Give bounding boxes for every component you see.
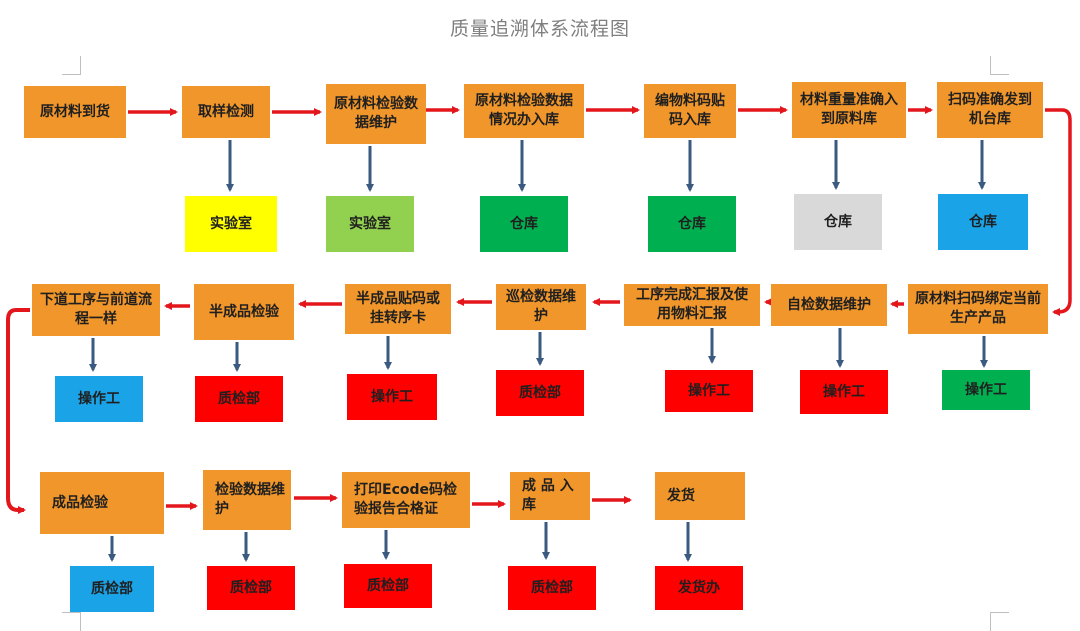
step-inspection-data: 检验数据维护 — [203, 470, 291, 530]
step-finished-to-stock: 成 品 入 库 — [510, 472, 590, 520]
dept-quality-1: 质检部 — [496, 370, 584, 416]
dept-quality-4: 质检部 — [207, 566, 295, 610]
dept-warehouse-1: 仓库 — [480, 196, 568, 252]
dept-operator-4: 操作工 — [347, 374, 437, 420]
step-process-report: 工序完成汇报及使用物料汇报 — [624, 284, 760, 326]
connector-row2-row3 — [6, 308, 30, 514]
dept-shipping-office: 发货办 — [655, 566, 743, 610]
step-patrol-inspection-data: 巡检数据维护 — [496, 284, 586, 330]
step-shipping: 发货 — [655, 472, 745, 520]
crop-mark-bottom-left — [62, 612, 81, 631]
step-final-inspection: 成品检验 — [40, 472, 164, 534]
connector-row1-row2 — [1045, 108, 1072, 316]
step-print-ecode-report: 打印Ecode码检验报告合格证 — [342, 472, 470, 528]
step-raw-inspection-data: 原材料检验数据维护 — [326, 84, 426, 144]
dept-lab-2: 实验室 — [326, 196, 414, 252]
step-code-labelling: 编物料码贴码入库 — [644, 84, 736, 138]
step-semi-product-inspection: 半成品检验 — [194, 284, 294, 340]
dept-lab-1: 实验室 — [185, 196, 277, 252]
diagram-title: 质量追溯体系流程图 — [449, 18, 630, 40]
dept-warehouse-3: 仓库 — [794, 194, 882, 250]
dept-warehouse-4: 仓库 — [938, 194, 1028, 250]
crop-mark-bottom-right — [990, 612, 1009, 631]
dept-warehouse-2: 仓库 — [648, 196, 736, 252]
step-inspection-to-stock: 原材料检验数据情况办入库 — [464, 84, 584, 138]
dept-quality-6: 质检部 — [508, 566, 596, 610]
step-semi-product-labelling: 半成品贴码或挂转序卡 — [345, 284, 451, 334]
crop-mark-top-right — [990, 56, 1009, 75]
dept-operator-2: 操作工 — [800, 370, 888, 414]
dept-quality-2: 质检部 — [195, 376, 283, 422]
step-raw-material-arrival: 原材料到货 — [24, 86, 126, 138]
dept-quality-3: 质检部 — [70, 566, 154, 612]
step-sampling-test: 取样检测 — [182, 86, 270, 138]
step-next-process: 下道工序与前道流程一样 — [32, 284, 160, 336]
dept-quality-5: 质检部 — [344, 564, 432, 608]
dept-operator-3: 操作工 — [665, 370, 753, 412]
step-self-check-data: 自检数据维护 — [771, 284, 887, 326]
step-scan-to-machine: 扫码准确发到机台库 — [937, 82, 1043, 138]
step-scan-bind-product: 原材料扫码绑定当前生产产品 — [908, 284, 1048, 334]
step-weight-into-stock: 材料重量准确入到原料库 — [792, 82, 906, 138]
dept-operator-5: 操作工 — [55, 376, 143, 422]
crop-mark-top-left — [62, 56, 81, 75]
dept-operator-1: 操作工 — [942, 370, 1030, 410]
